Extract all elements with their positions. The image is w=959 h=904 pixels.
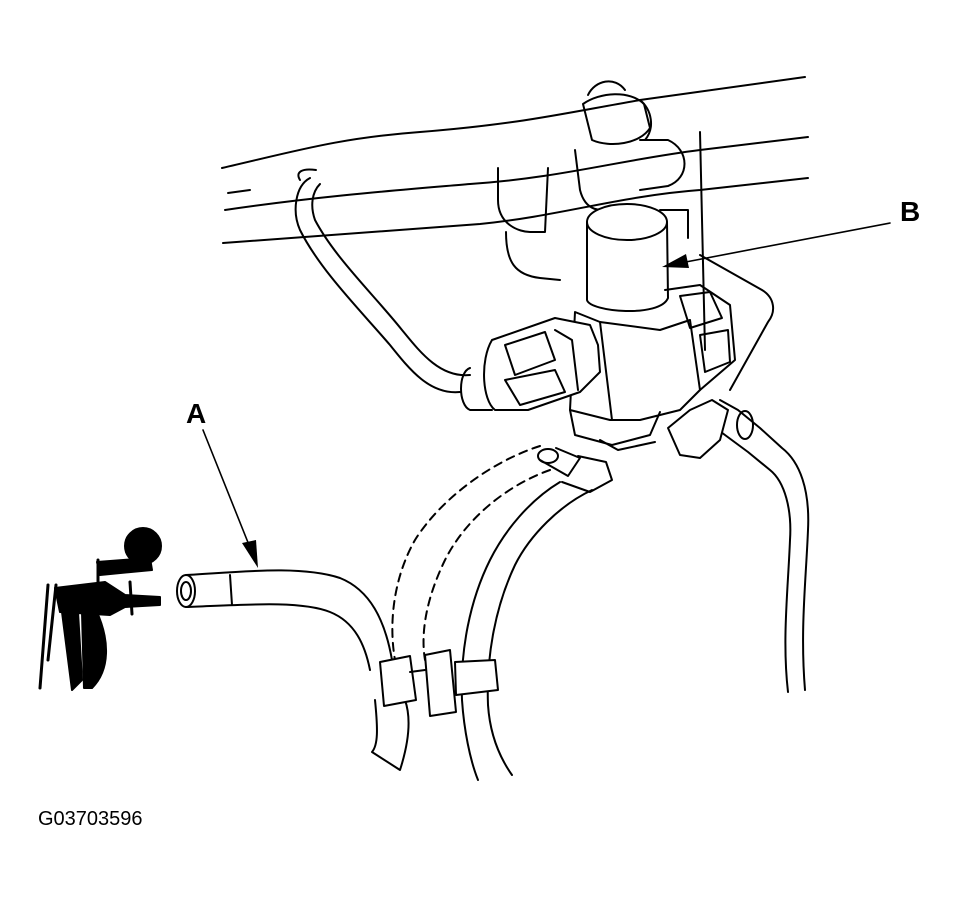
mounting-bracket xyxy=(498,140,773,390)
center-hose xyxy=(462,448,612,780)
wire-harness xyxy=(296,169,470,392)
callout-label-a: A xyxy=(186,398,207,429)
arrow-head-b xyxy=(662,254,689,268)
frame-rails xyxy=(222,77,808,350)
leader-lines xyxy=(203,223,890,560)
solenoid-valve xyxy=(570,204,735,450)
hidden-hose-route xyxy=(392,446,550,660)
electrical-connector xyxy=(461,318,600,410)
vacuum-pump xyxy=(40,528,161,690)
figure-id: G03703596 xyxy=(38,808,143,830)
arrow-head-a xyxy=(242,540,258,568)
right-hose xyxy=(668,400,808,692)
vacuum-hose-a xyxy=(177,570,409,770)
hose-clips xyxy=(380,650,498,716)
callout-label-b: B xyxy=(900,196,921,227)
